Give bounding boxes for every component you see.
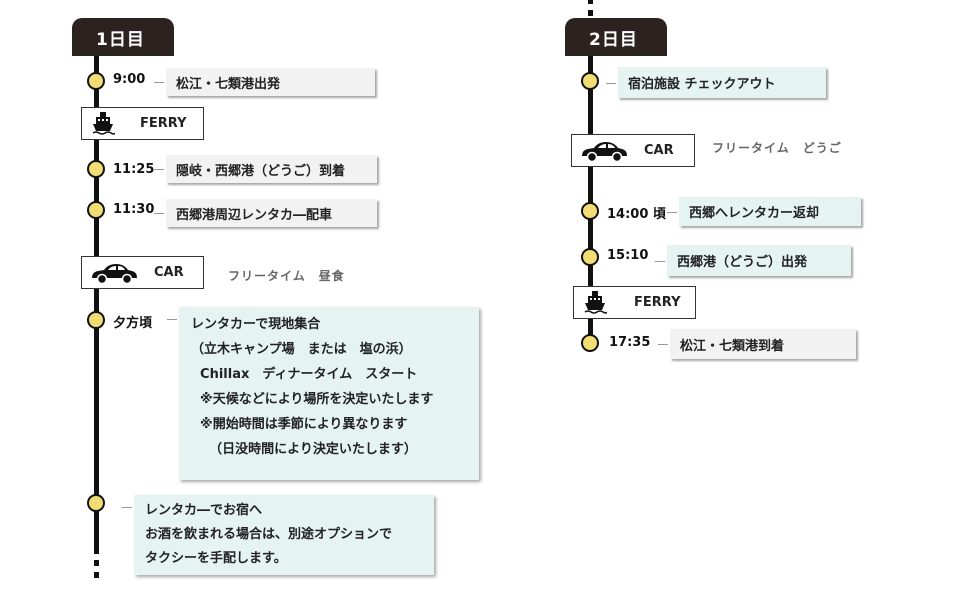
stop-card: 西郷港周辺レンタカ―配車 xyxy=(154,199,377,227)
evening-line: Chillax ディナータイム スタート xyxy=(191,367,418,382)
stop-time: 夕方頃 xyxy=(113,316,153,331)
timeline-node xyxy=(581,248,599,266)
final-note-card: レンタカ―でお宿へ お酒を飲まれる場合は、別途オプションで タクシーを手配します… xyxy=(122,495,434,575)
stop-card: 松江・七類港到着 xyxy=(658,329,856,359)
checkout-card: 宿泊施設 チェックアウト xyxy=(606,67,826,98)
timeline-node xyxy=(87,494,105,512)
ferry-label: FERRY xyxy=(634,295,681,310)
ferry-transport-box: FERRY xyxy=(81,107,204,140)
stop-time: 9:00 xyxy=(113,72,146,87)
day1-timeline-line xyxy=(94,40,99,550)
day1-tab: 1日目 xyxy=(72,18,174,56)
timeline-node xyxy=(581,72,599,90)
evening-line: ※天候などにより場所を決定いたします xyxy=(191,392,434,407)
stop-time: 14:00 頃 xyxy=(607,207,666,222)
evening-plan-card: レンタカーで現地集合 （立木キャンプ場 または 塩の浜） Chillax ディナ… xyxy=(167,307,479,480)
stop-card: 西郷港（どうご）出発 xyxy=(655,245,851,276)
ferry-transport-box: FERRY xyxy=(573,286,696,319)
evening-line: （立木キャンプ場 または 塩の浜） xyxy=(191,342,412,357)
car-transport-box: CAR xyxy=(81,256,204,289)
car-icon xyxy=(92,264,137,284)
car-note: フリータイム 昼食 xyxy=(228,269,345,283)
timeline-node xyxy=(581,202,599,220)
ferry-label: FERRY xyxy=(140,116,187,131)
evening-line: （日没時間により決定いたします） xyxy=(191,442,417,457)
car-note: フリータイム どうご xyxy=(712,141,842,155)
day2-tab: 2日目 xyxy=(565,18,667,56)
timeline-node xyxy=(87,160,105,178)
car-icon xyxy=(582,142,627,162)
stop-time: 11:25 xyxy=(113,162,155,177)
stop-card: 隠岐・西郷港（どうご）到着 xyxy=(154,155,377,183)
stop-card: 松江・七類港出発 xyxy=(154,68,375,96)
timeline-node xyxy=(87,72,105,90)
car-label: CAR xyxy=(644,143,674,158)
final-line: タクシーを手配します。 xyxy=(145,551,287,566)
evening-line: レンタカーで現地集合 xyxy=(191,317,321,332)
ship-icon xyxy=(584,291,607,314)
final-line: お酒を飲まれる場合は、別途オプションで xyxy=(145,527,393,542)
car-transport-box: CAR xyxy=(571,134,695,167)
day2-timeline-line xyxy=(588,40,593,343)
day1-timeline-continuation xyxy=(94,524,99,584)
ship-icon xyxy=(92,112,115,135)
timeline-node xyxy=(87,201,105,219)
stop-time: 11:30 xyxy=(113,202,155,217)
stop-card: 西郷へレンタカー返却 xyxy=(667,197,861,226)
stop-time: 17:35 xyxy=(609,335,651,350)
car-label: CAR xyxy=(154,265,184,280)
day2-timeline-start xyxy=(588,0,593,22)
timeline-node xyxy=(581,334,599,352)
evening-line: ※開始時間は季節により異なります xyxy=(191,417,408,432)
final-line: レンタカ―でお宿へ xyxy=(145,503,263,518)
timeline-node xyxy=(87,311,105,329)
stop-time: 15:10 xyxy=(607,248,649,263)
